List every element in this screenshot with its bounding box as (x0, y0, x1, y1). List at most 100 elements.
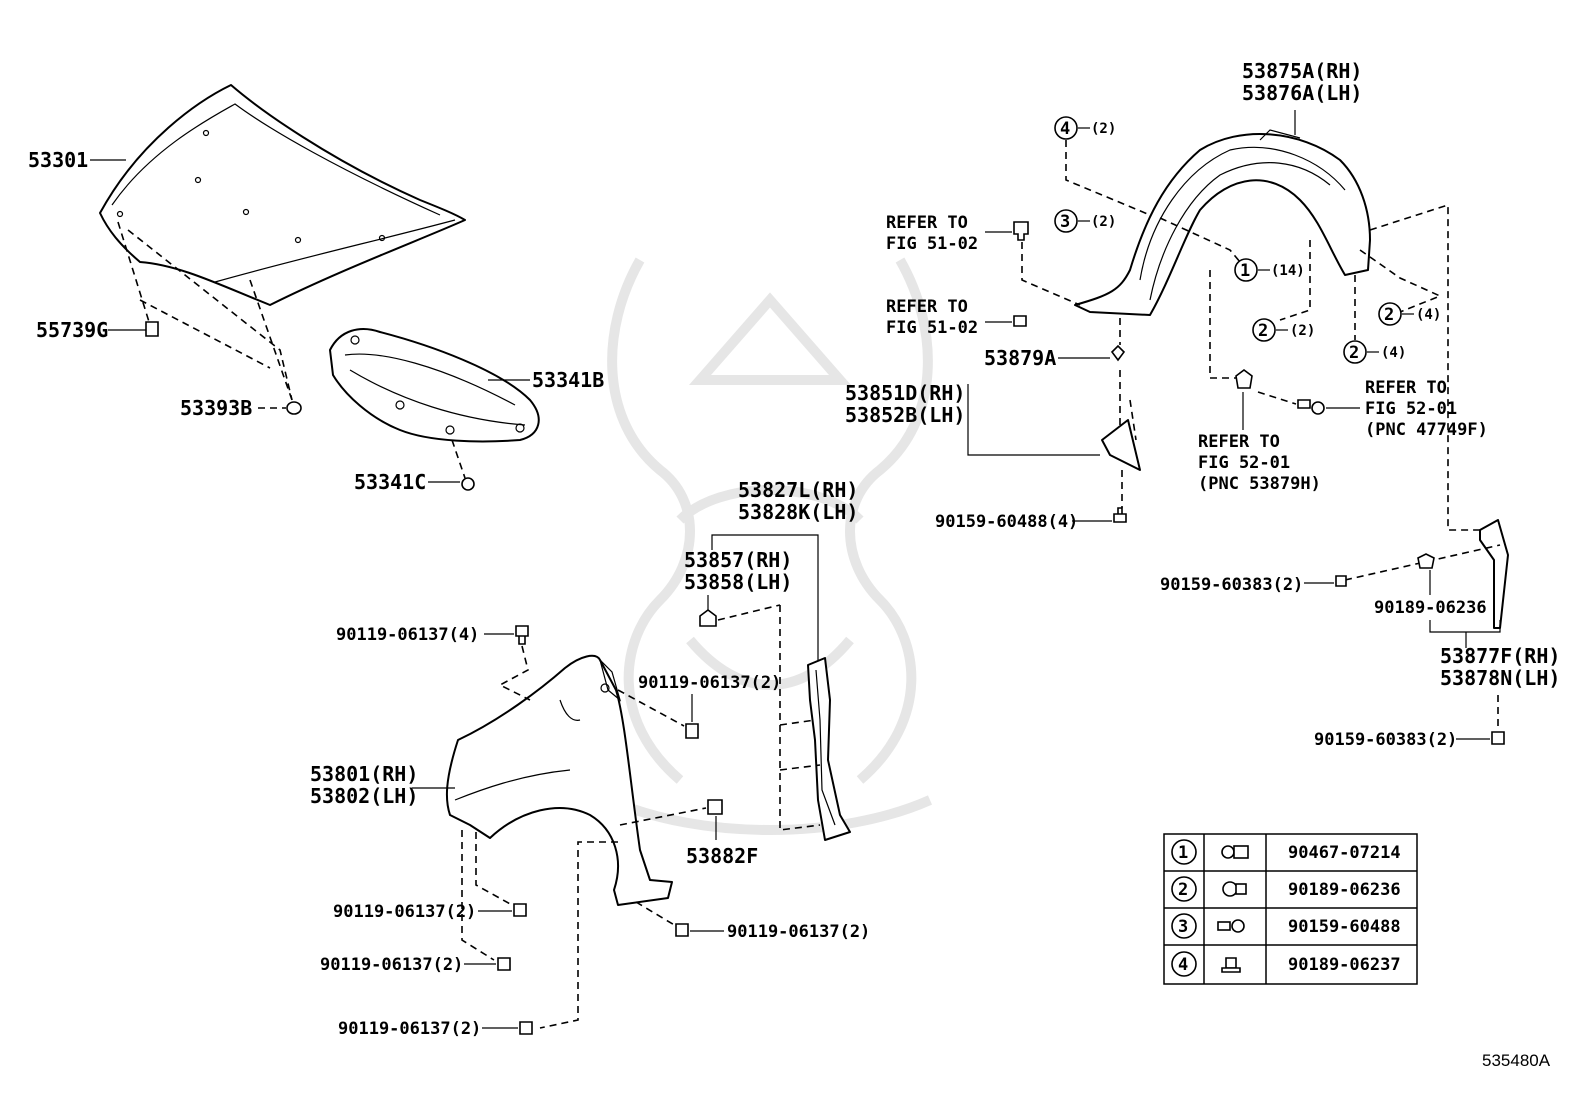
splash-shield-bracket (1479, 519, 1509, 629)
round-clip-icon (1417, 553, 1435, 569)
legend-row3-num (1171, 913, 1197, 939)
callout-1-count: (14) (1271, 263, 1305, 279)
watermark-emblem (607, 257, 933, 835)
label-fender-rh: 53801(RH) (310, 762, 418, 786)
bolt-icon (515, 625, 529, 645)
label-bolt-low-a: 90119-06137(2) (333, 902, 476, 922)
label-seal-lh: 53852B(LH) (845, 403, 965, 427)
refer-51-02-a-line2[interactable]: FIG 51-02 (886, 234, 978, 254)
callout-2a-count: (2) (1290, 323, 1315, 339)
screw-icon (1297, 399, 1311, 409)
callout-2-a (1252, 318, 1276, 342)
legend-row1-part: 90467-07214 (1288, 843, 1401, 863)
refer-51-02-b-line2[interactable]: FIG 51-02 (886, 318, 978, 338)
svg-text:2: 2 (1178, 880, 1188, 900)
fender-liner (1074, 129, 1371, 316)
callout-4 (1054, 116, 1078, 140)
push-clip-icon (1221, 845, 1249, 859)
bolt-icon (519, 1021, 533, 1035)
hood-insulator (329, 328, 540, 443)
callout-3-count: (2) (1091, 214, 1116, 230)
label-splash-rh: 53877F(RH) (1440, 644, 1560, 668)
svg-text:2: 2 (1384, 305, 1394, 325)
legend-table: 1 90467-07214 2 90189-06236 3 90159-6048… (1163, 833, 1418, 985)
legend-row4-num (1171, 951, 1197, 977)
screw-icon (1217, 919, 1245, 933)
label-liner-lh: 53876A(LH) (1242, 81, 1362, 105)
label-seal-rh: 53851D(RH) (845, 381, 965, 405)
bolt-icon (685, 723, 699, 739)
svg-text:3: 3 (1060, 212, 1070, 232)
callout-2c-count: (4) (1381, 345, 1406, 361)
callout-1 (1234, 258, 1258, 282)
svg-text:4: 4 (1178, 955, 1188, 975)
callout-2-c (1343, 340, 1367, 364)
refer-52-01-b-line3[interactable]: (PNC 47749F) (1365, 420, 1488, 440)
refer-51-02-b-line1[interactable]: REFER TO (886, 297, 968, 317)
callout-2-b (1378, 302, 1402, 326)
legend-row4-part: 90189-06237 (1288, 955, 1401, 975)
label-bolt-90159-60383-a: 90159-60383(2) (1160, 575, 1303, 595)
callout-2b-count: (4) (1416, 307, 1441, 323)
svg-text:2: 2 (1349, 343, 1359, 363)
legend-row3-part: 90159-60488 (1288, 917, 1401, 937)
refer-52-01-b-line2[interactable]: FIG 52-01 (1365, 399, 1457, 419)
label-hood-plug: 53393B (180, 396, 252, 420)
bolt-icon (1113, 507, 1127, 523)
label-bolt-low-right: 90119-06137(2) (727, 922, 870, 942)
svg-text:2: 2 (1258, 321, 1268, 341)
refer-52-01-a-line1[interactable]: REFER TO (1198, 432, 1280, 452)
label-fender-lh: 53802(LH) (310, 784, 418, 808)
clip-icon (1013, 315, 1027, 327)
refer-52-01-a-line3[interactable]: (PNC 53879H) (1198, 474, 1321, 494)
diagram-id: 535480A (1482, 1051, 1551, 1070)
bolt-icon (497, 957, 511, 971)
bolt-icon (675, 923, 689, 937)
callout-4-count: (2) (1091, 121, 1116, 137)
bolt-icon (513, 903, 527, 917)
callout-3 (1054, 209, 1078, 233)
legend-row2-part: 90189-06236 (1288, 880, 1401, 900)
label-insulator-clip: 53341C (354, 470, 426, 494)
seal-bracket (1101, 419, 1141, 471)
label-hood-insulator: 53341B (532, 368, 604, 392)
clip-nut-icon (1221, 957, 1241, 973)
label-protector-lh: 53828K(LH) (738, 500, 858, 524)
label-protector-rh: 53827L(RH) (738, 478, 858, 502)
push-clip-icon (699, 609, 717, 627)
insulator-clip-icon (461, 477, 475, 491)
label-clip-90189-06236: 90189-06236 (1374, 598, 1487, 618)
svg-text:1: 1 (1178, 843, 1188, 863)
refer-52-01-b-line1[interactable]: REFER TO (1365, 378, 1447, 398)
label-53879a: 53879A (984, 346, 1056, 370)
retainer-icon (1110, 344, 1126, 362)
label-clip-lh: 53858(LH) (684, 570, 792, 594)
refer-51-02-a-line1[interactable]: REFER TO (886, 213, 968, 233)
label-bolt-bottom: 90119-06137(2) (338, 1019, 481, 1039)
legend-row1-num (1171, 839, 1197, 865)
legend-row2-num (1171, 876, 1197, 902)
pad-icon (707, 799, 723, 815)
hood (99, 84, 466, 306)
grommet-icon (1235, 369, 1253, 389)
plug-icon (286, 401, 302, 415)
svg-text:1: 1 (1240, 261, 1250, 281)
fender-protector (807, 657, 851, 841)
bolt-icon (1491, 731, 1505, 745)
label-bolt-top: 90119-06137(4) (336, 625, 479, 645)
label-clip-rh: 53857(RH) (684, 548, 792, 572)
label-hood: 53301 (28, 148, 88, 172)
washer-icon (1311, 401, 1325, 415)
label-bolt-90159-60488: 90159-60488(4) (935, 512, 1078, 532)
label-pad: 53882F (686, 844, 758, 868)
label-bolt-low-b: 90119-06137(2) (320, 955, 463, 975)
label-bolt-mid: 90119-06137(2) (638, 673, 781, 693)
label-bolt-90159-60383-b: 90159-60383(2) (1314, 730, 1457, 750)
label-liner-rh: 53875A(RH) (1242, 59, 1362, 83)
round-clip-icon (1222, 881, 1247, 897)
refer-52-01-a-line2[interactable]: FIG 52-01 (1198, 453, 1290, 473)
svg-text:3: 3 (1178, 917, 1188, 937)
cushion-icon (145, 321, 159, 337)
label-hood-cushion: 55739G (36, 318, 108, 342)
